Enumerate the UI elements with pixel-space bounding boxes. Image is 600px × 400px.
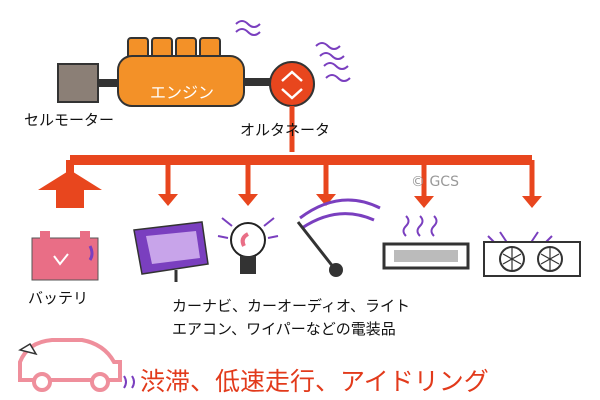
heater-icon <box>382 215 470 270</box>
light-bulb-icon <box>217 217 279 274</box>
car-navigation-icon <box>133 221 209 282</box>
battery-icon <box>31 231 99 281</box>
copyright-watermark: © GCS <box>411 174 459 190</box>
electrical-devices-line1: カーナビ、カーオーディオ、ライト <box>172 297 411 315</box>
electrical-devices-line2: エアコン、ワイパーなどの電装品 <box>172 320 396 338</box>
wiper-icon <box>296 198 381 277</box>
alternator-icon <box>269 42 351 107</box>
engine-icon <box>117 20 272 107</box>
starter-motor-icon <box>57 63 122 103</box>
battery-label: バッテリ <box>28 289 89 307</box>
condition-label: 渋滞、低速走行、アイドリング <box>140 367 489 396</box>
power-distribution-line <box>38 106 542 208</box>
car-icon <box>18 338 135 392</box>
starter-label: セルモーター <box>24 111 115 129</box>
alternator-label: オルタネータ <box>240 121 331 139</box>
engine-label: エンジン <box>150 83 215 102</box>
air-conditioner-icon <box>483 231 581 277</box>
